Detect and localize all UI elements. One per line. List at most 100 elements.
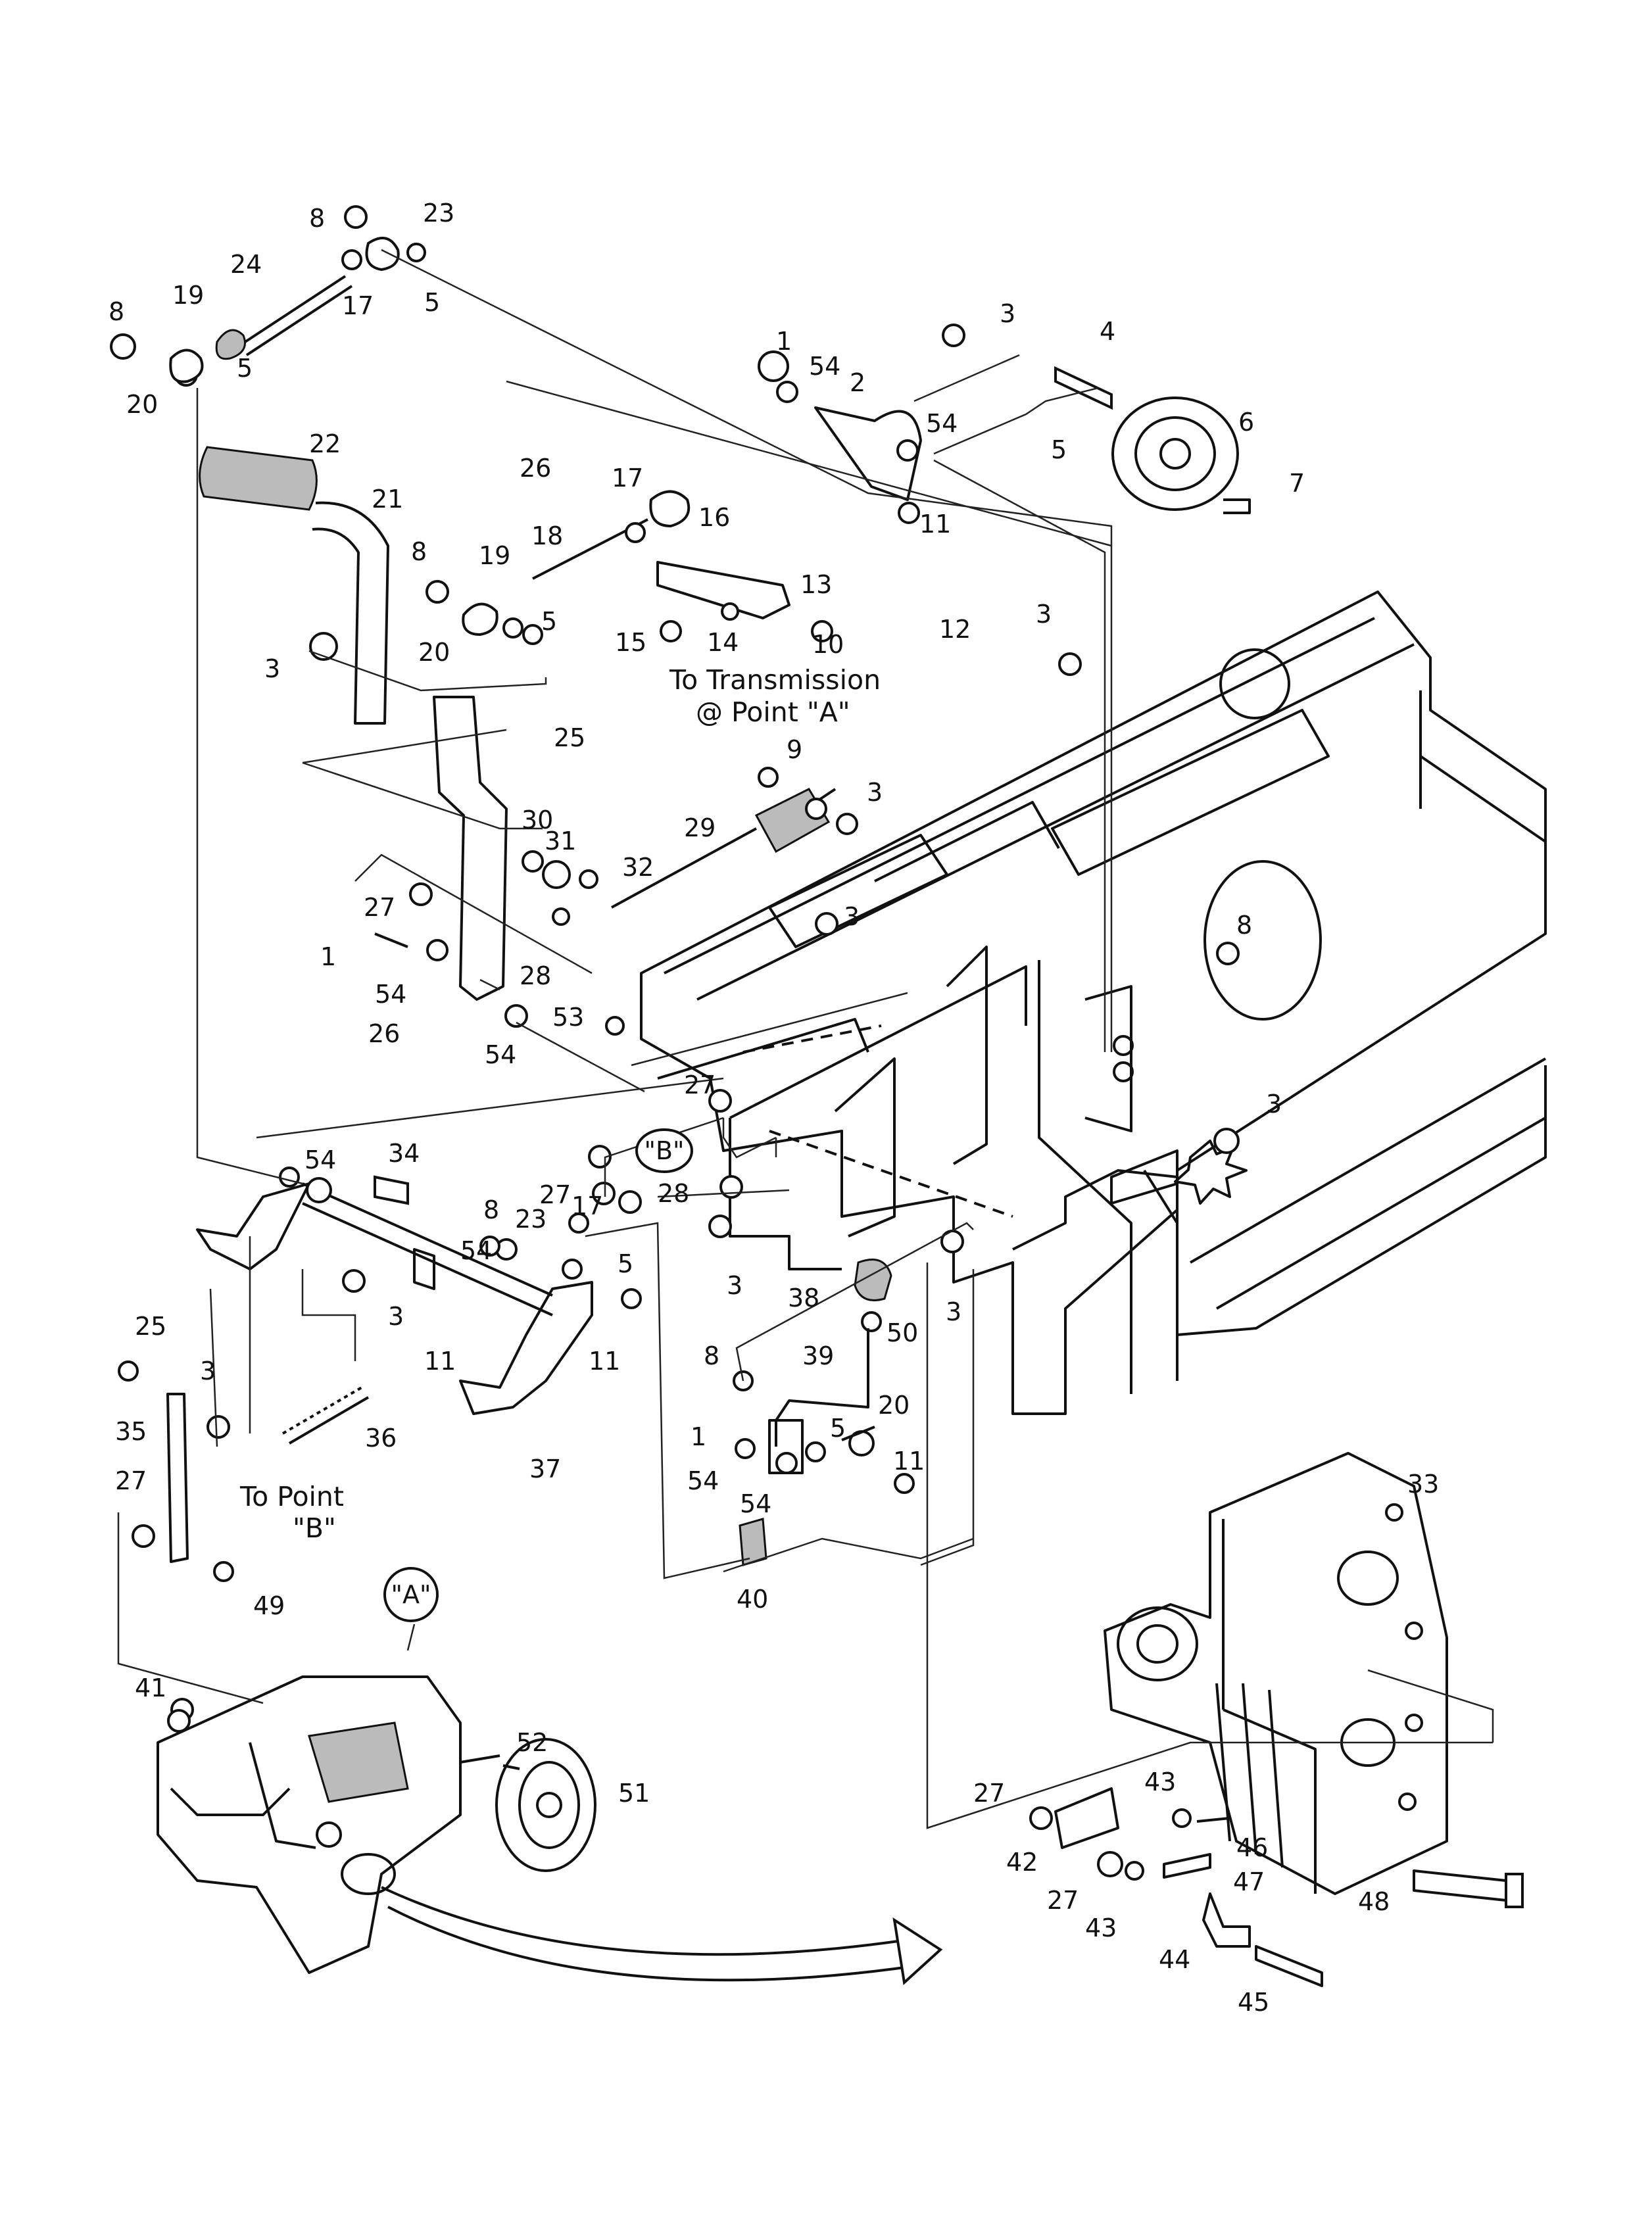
part-label: 20 — [126, 390, 158, 419]
part-label: 18 — [531, 521, 563, 550]
part-label: 40 — [737, 1585, 768, 1614]
to-transmission-note-line1: To Transmission — [669, 664, 881, 696]
part-label: 5 — [830, 1414, 846, 1443]
part-label: 37 — [529, 1455, 561, 1483]
part-label: 3 — [200, 1357, 216, 1385]
part-label: 8 — [1236, 911, 1252, 940]
part-label: 21 — [372, 485, 403, 514]
part-label: 27 — [684, 1071, 716, 1099]
part-label: 20 — [878, 1391, 910, 1420]
part-label: 3 — [388, 1302, 404, 1331]
upper-linkage — [425, 490, 833, 645]
part-label: 35 — [115, 1417, 147, 1446]
part-label: 54 — [740, 1489, 771, 1518]
part-label: 30 — [522, 806, 553, 834]
part-label: 51 — [618, 1779, 650, 1808]
part-label: 28 — [658, 1179, 689, 1208]
part-label: 8 — [109, 297, 124, 326]
part-label: 1 — [691, 1422, 706, 1451]
part-label: 19 — [479, 541, 510, 570]
part-label: 11 — [424, 1347, 456, 1376]
part-label: 54 — [304, 1145, 336, 1174]
part-label: 5 — [618, 1249, 633, 1278]
part-label: 28 — [520, 961, 551, 990]
part-label: 43 — [1144, 1768, 1176, 1796]
part-label: 12 — [939, 615, 971, 644]
part-label: 5 — [237, 354, 253, 383]
part-label: 26 — [368, 1019, 400, 1048]
part-label: 54 — [375, 980, 406, 1009]
part-label: 6 — [1238, 408, 1254, 437]
part-label: 27 — [539, 1180, 571, 1209]
lower-right-hardware — [1029, 1787, 1524, 1987]
transmission-right — [1104, 1452, 1448, 1895]
part-label: 7 — [1289, 469, 1305, 498]
pedal-shaft — [196, 1167, 593, 1445]
part-label: 25 — [554, 723, 585, 752]
transmission-left — [157, 1675, 500, 1974]
part-label: 45 — [1238, 1988, 1269, 2017]
part-label: 3 — [727, 1271, 742, 1300]
callout-a-bubble — [383, 1567, 439, 1622]
shift-handle — [199, 446, 389, 725]
part-label: 23 — [423, 199, 454, 228]
callout-b-bubble — [635, 1128, 693, 1173]
transmission-pulley — [495, 1738, 596, 1872]
to-point-b-note-line1: To Point — [239, 1481, 344, 1512]
part-label: 27 — [364, 893, 395, 922]
part-label: 43 — [1085, 1913, 1117, 1942]
part-label: 19 — [172, 281, 204, 310]
upper-pulley-bracket — [758, 324, 1251, 524]
part-label: 22 — [309, 429, 341, 458]
part-label: 41 — [135, 1673, 166, 1702]
to-point-b-note-line2: "B" — [293, 1512, 336, 1544]
part-label: 11 — [589, 1347, 620, 1376]
part-label: 54 — [485, 1040, 516, 1069]
part-label: 9 — [787, 735, 802, 764]
assembly-lines — [117, 249, 1494, 1829]
part-label: 54 — [926, 409, 958, 438]
part-label: 5 — [1051, 435, 1067, 464]
part-label: 3 — [946, 1297, 961, 1326]
part-label: 3 — [1036, 600, 1052, 629]
part-label: 8 — [411, 537, 427, 566]
part-label: 14 — [707, 628, 739, 657]
part-label: 23 — [515, 1205, 547, 1234]
part-label: 8 — [704, 1341, 719, 1370]
part-label: 3 — [867, 778, 883, 807]
gas-spring — [611, 767, 858, 909]
transfer-arrow — [381, 1886, 943, 1985]
part-label: 29 — [684, 813, 716, 842]
shift-rod-upper — [110, 205, 426, 387]
part-label: 8 — [483, 1195, 499, 1224]
part-label: 26 — [520, 454, 551, 483]
part-label: 5 — [541, 607, 557, 636]
part-label: 50 — [887, 1318, 918, 1347]
part-label: 1 — [320, 942, 336, 971]
part-label: 38 — [788, 1284, 819, 1312]
part-label: 3 — [844, 902, 860, 931]
part-label: 34 — [388, 1139, 420, 1168]
part-label: 54 — [687, 1466, 719, 1495]
pedal-lever — [374, 652, 1240, 1154]
part-label: 17 — [571, 1191, 603, 1220]
part-label: 54 — [809, 352, 840, 381]
part-label: 44 — [1159, 1945, 1190, 1974]
part-labels: 8 23 24 17 5 8 19 20 5 1 54 2 54 3 4 5 6… — [109, 199, 1439, 2017]
part-label: 52 — [516, 1728, 548, 1757]
part-label: 3 — [1000, 299, 1015, 328]
part-label: 49 — [253, 1591, 285, 1620]
part-label: 20 — [418, 638, 450, 667]
part-label: 47 — [1233, 1867, 1265, 1896]
part-label: 33 — [1407, 1470, 1439, 1499]
part-label: 11 — [919, 510, 951, 539]
part-label: 27 — [115, 1466, 147, 1495]
part-label: 54 — [460, 1236, 492, 1265]
callout-a-label: "A" — [391, 1580, 431, 1609]
part-label: 5 — [424, 288, 440, 317]
part-label: 24 — [230, 250, 262, 279]
part-label: 27 — [973, 1779, 1005, 1808]
callout-b-label: "B" — [644, 1136, 684, 1165]
part-label: 48 — [1358, 1887, 1390, 1916]
